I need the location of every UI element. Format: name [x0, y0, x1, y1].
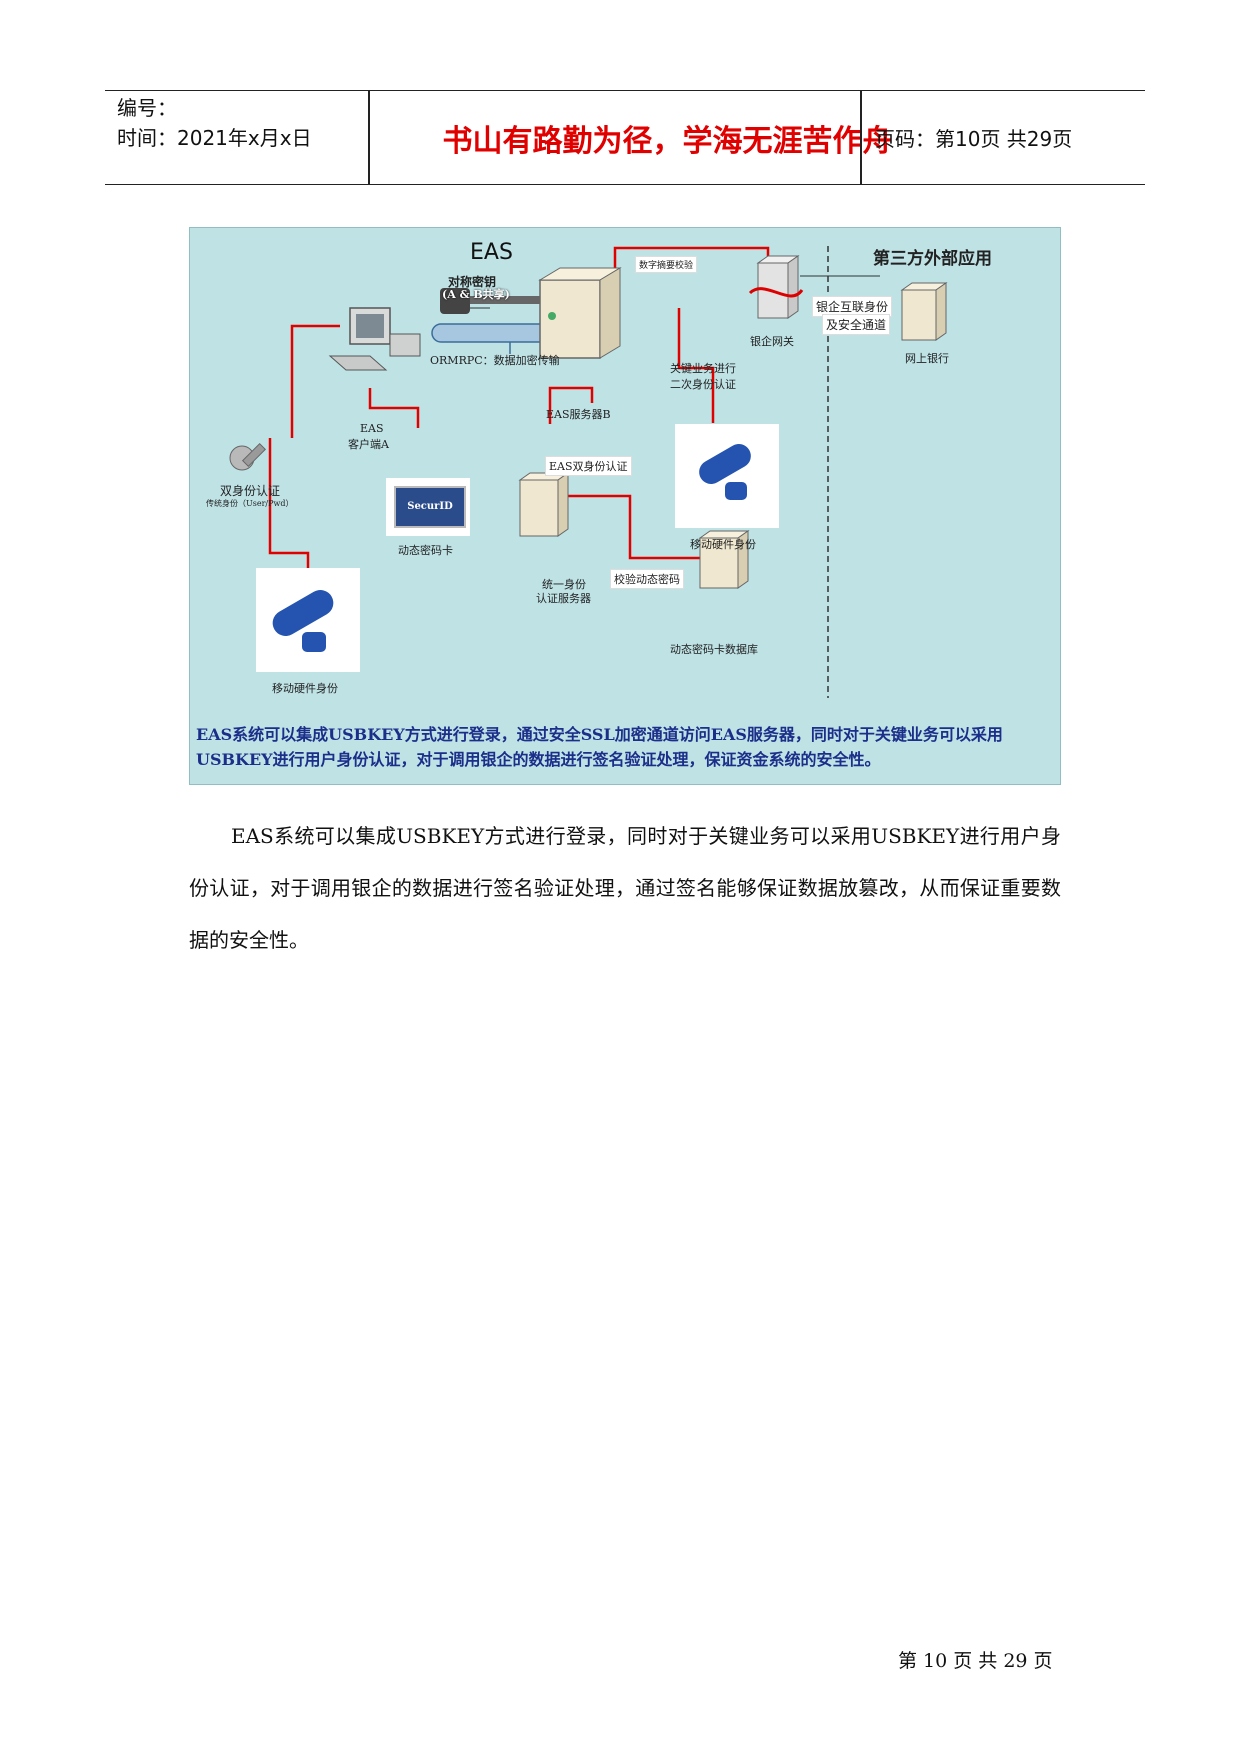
third-party-title: 第三方外部应用 [873, 249, 992, 269]
securid-card: SecurID [394, 486, 466, 528]
header-motto: 书山有路勤为径，学海无涯苦作舟 [442, 123, 893, 159]
label-bank-link-2: 及安全通道 [822, 314, 891, 335]
label-digest-check: 数字摘要校验 [635, 256, 698, 273]
label-eas-client-1: EAS [360, 422, 384, 435]
usb-key-left-frame [256, 568, 360, 672]
label-bank-gateway: 银企网关 [750, 335, 794, 348]
usb-key-right-frame [675, 424, 779, 528]
label-symmetric-key: 对称密钥 [448, 275, 497, 289]
label-traditional: 传统身份（User/Pwd） [206, 499, 294, 508]
header-number: 编号： [117, 96, 177, 120]
diagram-drawing [229, 246, 948, 698]
page-header: 编号： 时间：2021年x月x日 书山有路勤为径，学海无涯苦作舟 页码：第10页… [105, 90, 1145, 185]
label-verify-dynamic: 校验动态密码 [610, 569, 684, 589]
header-divider [368, 91, 370, 184]
label-dynamic-db: 动态密码卡数据库 [670, 643, 758, 656]
header-meta: 编号： 时间：2021年x月x日 [117, 93, 367, 153]
body-paragraph: EAS系统可以集成USBKEY方式进行登录，同时对于关键业务可以采用USBKEY… [189, 824, 1061, 952]
label-unified-2: 认证服务器 [536, 592, 591, 605]
header-divider [860, 91, 862, 184]
label-second-auth: 二次身份认证 [670, 378, 736, 391]
usb-cap-icon [725, 482, 747, 500]
header-time: 时间：2021年x月x日 [117, 126, 312, 150]
header-page-info: 页码：第10页 共29页 [875, 127, 1073, 151]
eas-architecture-diagram: EAS 第三方外部应用 数字摘要校验 对称密钥 (A & B共享) ORMRPC… [189, 227, 1061, 785]
label-eas-server: EAS服务器B [546, 408, 611, 421]
diagram-title: EAS [470, 240, 513, 265]
label-key-business: 关键业务进行 [670, 362, 736, 375]
diagram-caption: EAS系统可以集成USBKEY方式进行登录，通过安全SSL加密通道访问EAS服务… [196, 725, 1003, 769]
label-eas-client-2: 客户端A [348, 438, 389, 451]
label-unified-1: 统一身份 [542, 578, 586, 591]
usb-cap-icon [302, 632, 326, 652]
label-key-shared: (A & B共享) [442, 288, 510, 301]
label-dual-auth: 双身份认证 [220, 484, 281, 498]
label-online-bank: 网上银行 [905, 352, 949, 365]
label-usb-identity-right: 移动硬件身份 [690, 538, 756, 551]
label-eas-dual-auth: EAS双身份认证 [545, 456, 632, 476]
page-footer: 第 10 页 共 29 页 [898, 1650, 1053, 1672]
label-usb-identity-left: 移动硬件身份 [272, 682, 338, 695]
label-ormrpc: ORMRPC：数据加密传输 [430, 354, 560, 367]
securid-card-frame: SecurID [386, 478, 470, 536]
label-dynamic-card: 动态密码卡 [398, 544, 453, 557]
body-text: EAS系统可以集成USBKEY方式进行登录，同时对于关键业务可以采用USBKEY… [189, 810, 1061, 966]
usb-key-icon [694, 439, 756, 489]
